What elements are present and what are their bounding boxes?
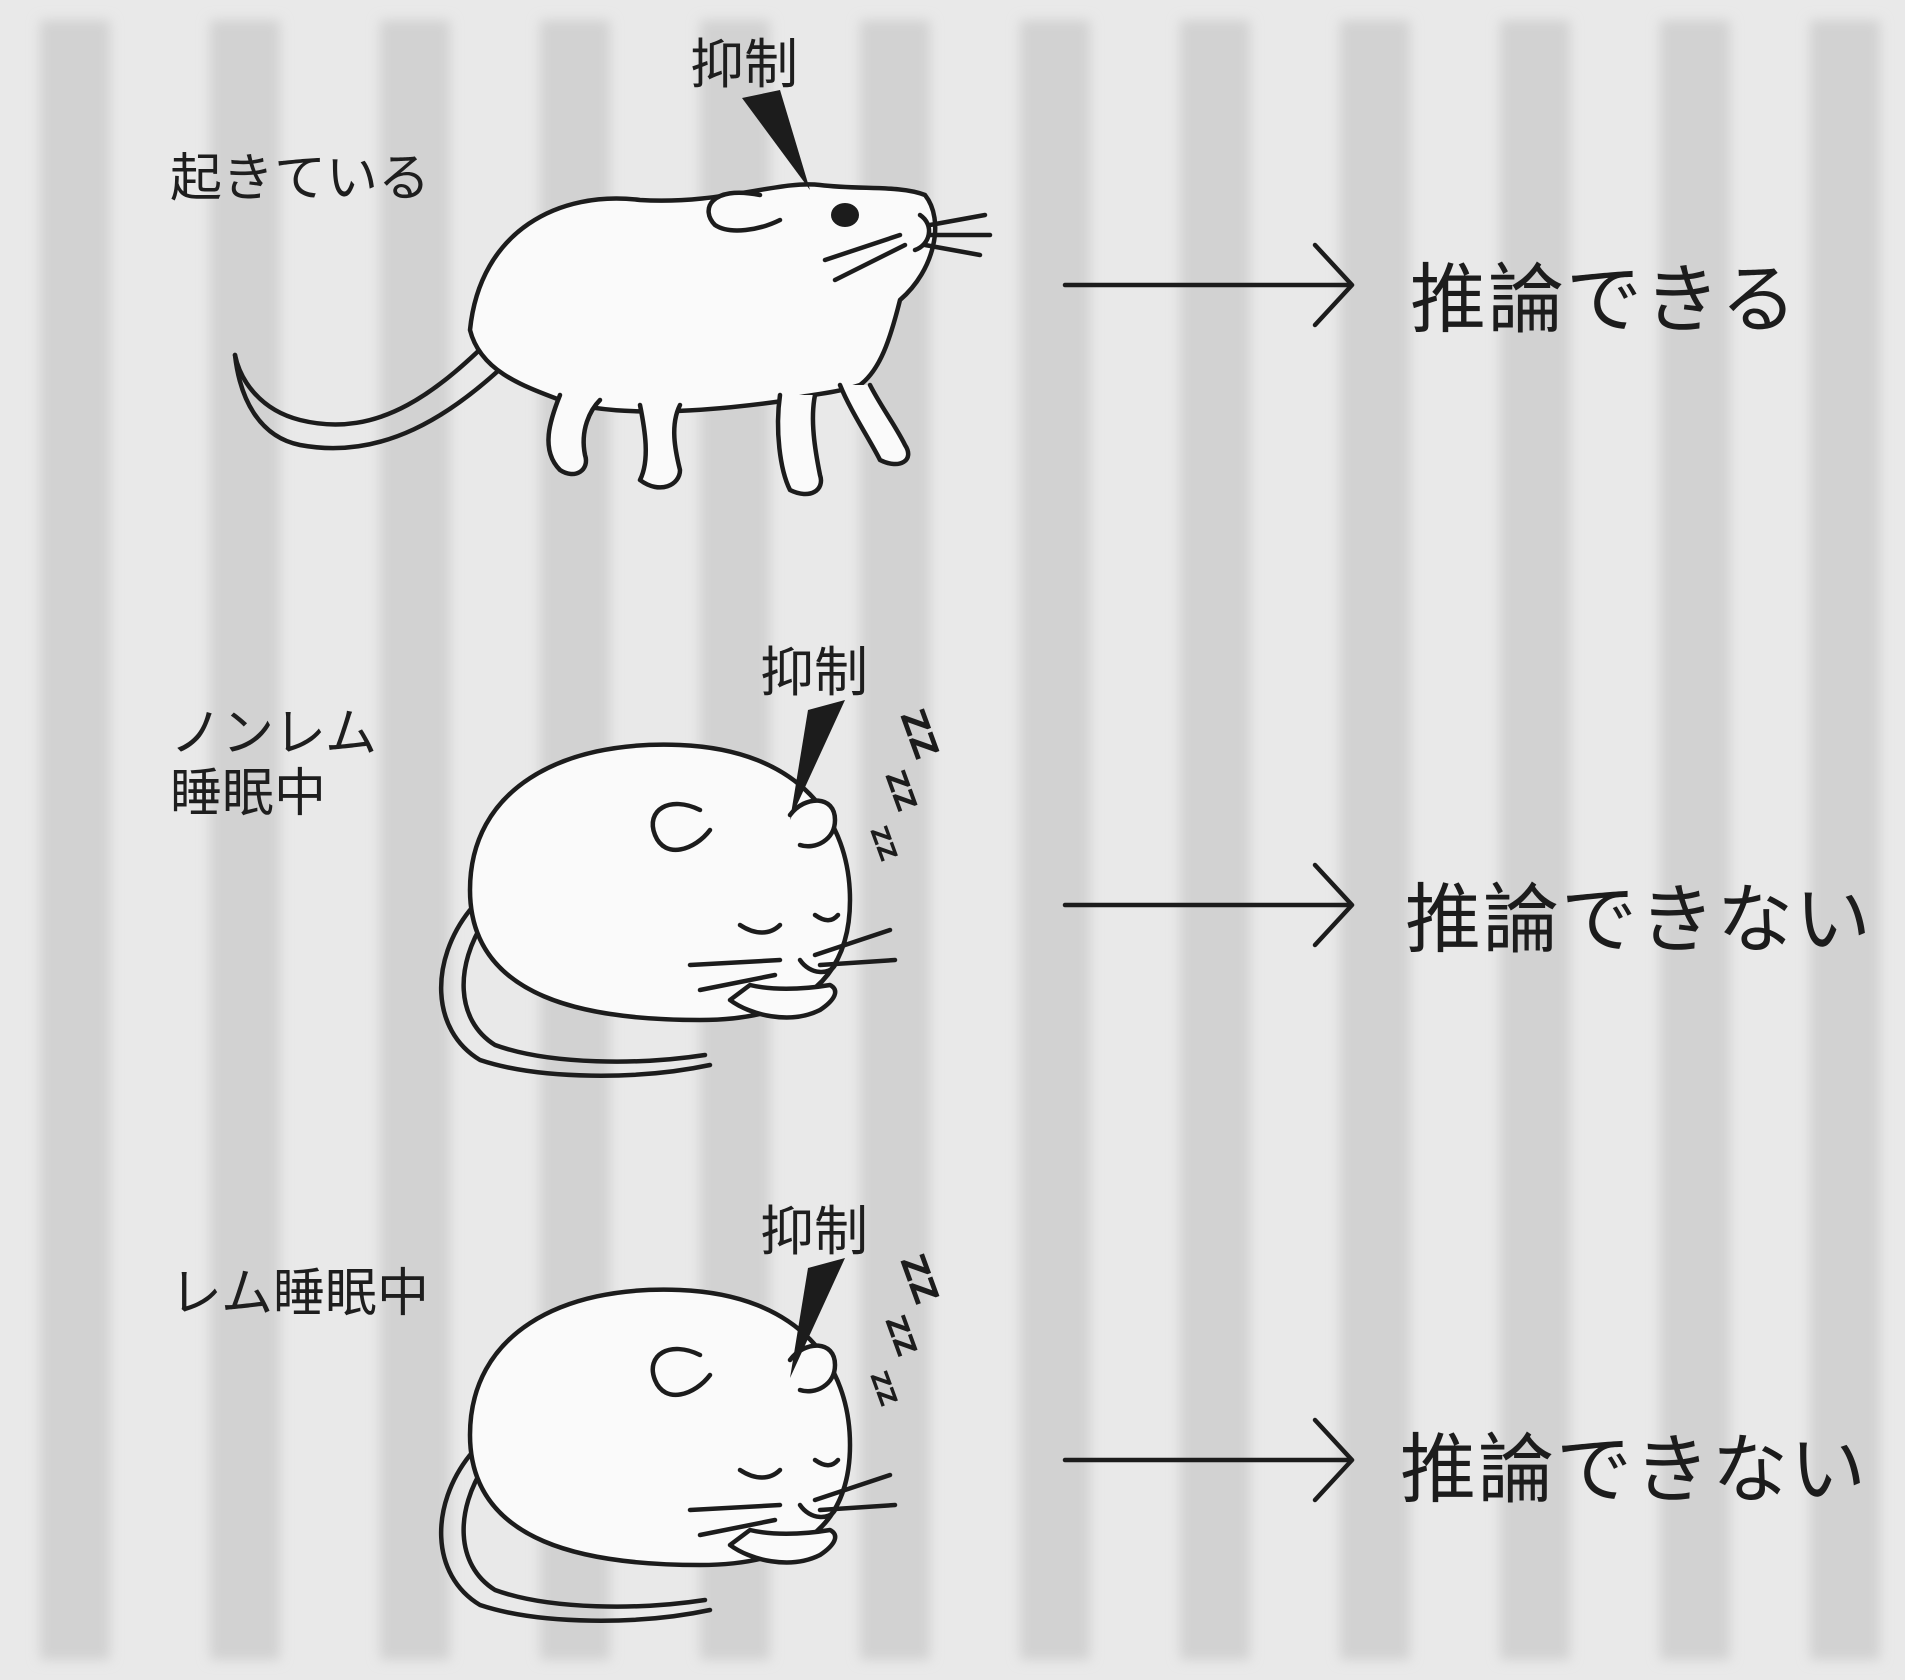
inhibition-label-awake: 抑制 (690, 33, 798, 96)
arrow-rem (1062, 1417, 1355, 1503)
arrow-nrem (1062, 862, 1355, 948)
svg-text:ZZ: ZZ (892, 1249, 946, 1309)
state-label-rem: レム睡眠中 (170, 1264, 429, 1324)
svg-text:ZZ: ZZ (864, 1367, 902, 1409)
inhibition-label-nrem: 抑制 (760, 641, 868, 704)
result-label-rem: 推論できない (1400, 1425, 1868, 1514)
svg-text:ZZ: ZZ (878, 766, 923, 815)
result-label-nrem: 推論できない (1405, 875, 1873, 964)
state-label-awake: 起きている (170, 149, 431, 209)
svg-text:ZZ: ZZ (878, 1311, 923, 1360)
svg-text:ZZ: ZZ (892, 704, 946, 764)
awake-mouse-illustration (232, 90, 1355, 497)
state-label-nrem: ノンレム 睡眠中 (170, 704, 377, 824)
inhibition-pointer-awake (742, 90, 810, 190)
result-label-awake: 推論できる (1410, 255, 1799, 344)
inhibition-label-rem: 抑制 (760, 1200, 868, 1263)
rem-mouse-illustration: ZZ ZZ ZZ (439, 1249, 1355, 1623)
inhibition-pointer-nrem (790, 700, 845, 820)
arrow-awake (1062, 242, 1355, 328)
nrem-mouse-illustration: ZZ ZZ ZZ (439, 700, 1355, 1078)
inhibition-pointer-rem (790, 1258, 845, 1378)
svg-text:ZZ: ZZ (864, 822, 902, 864)
